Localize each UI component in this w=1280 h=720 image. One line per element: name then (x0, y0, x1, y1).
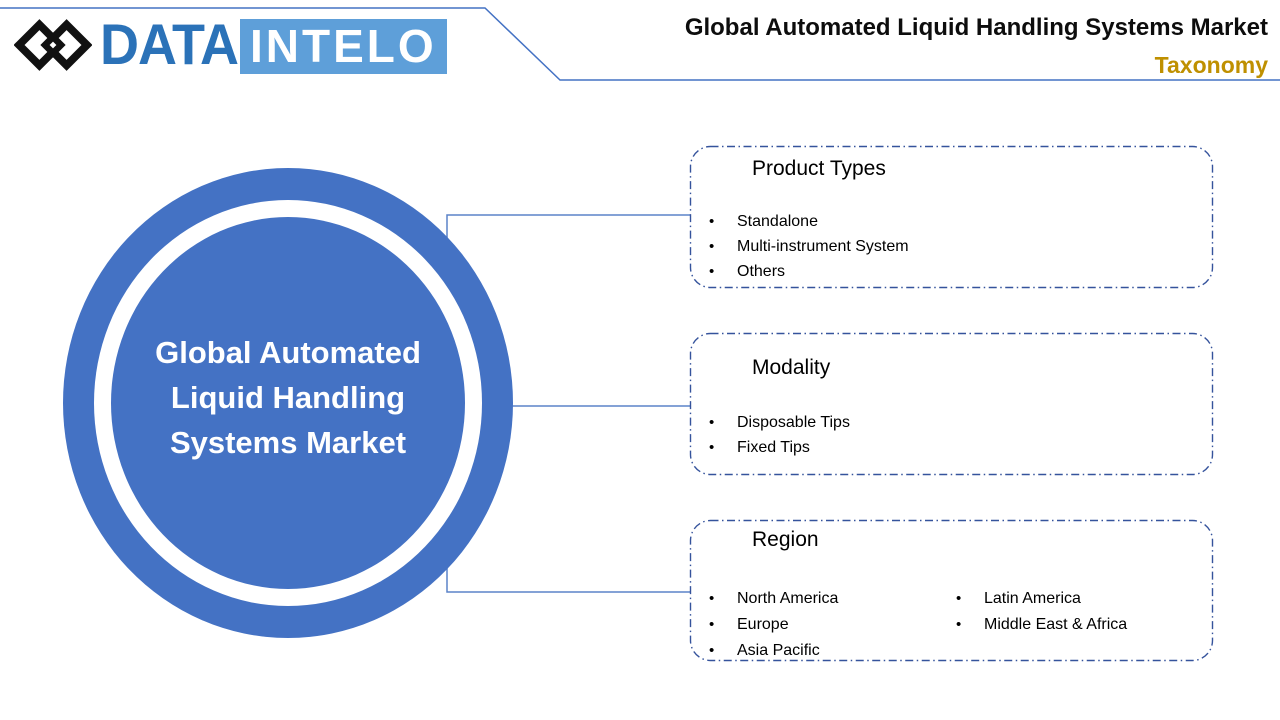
bullet-icon: • (709, 439, 715, 456)
list-item-label: Multi-instrument System (737, 238, 909, 255)
product-types-heading: Product Types (752, 157, 886, 180)
list-item-label: Standalone (737, 213, 818, 230)
bullet-icon: • (709, 213, 715, 230)
bullet-icon: • (709, 263, 715, 280)
header-text-block: Global Automated Liquid Handling Systems… (568, 12, 1268, 78)
modality-box: Modality • Disposable Tips • Fixed Tips (690, 333, 1213, 474)
list-item-label: Asia Pacific (737, 642, 820, 659)
center-circle-title-line: Liquid Handling (170, 379, 406, 415)
list-item: • Fixed Tips (706, 435, 850, 460)
region-list-column-2: • Latin America • Middle East & Africa (953, 586, 1127, 638)
interlocked-diamonds-icon (14, 19, 92, 71)
list-item: • Middle East & Africa (953, 612, 1127, 638)
region-heading: Region (752, 528, 819, 551)
list-item-label: Middle East & Africa (984, 616, 1128, 633)
list-item: • North America (706, 586, 838, 612)
product-types-box: Product Types • Standalone • Multi-instr… (690, 146, 1213, 287)
modality-heading: Modality (752, 356, 831, 379)
taxonomy-label: Taxonomy (1154, 52, 1268, 78)
list-item-label: Disposable Tips (737, 414, 850, 431)
list-item: • Asia Pacific (706, 638, 838, 664)
list-item: • Latin America (953, 586, 1127, 612)
bullet-icon: • (709, 414, 715, 431)
list-item-label: Europe (737, 616, 789, 633)
bullet-icon: • (709, 238, 715, 255)
list-item: • Disposable Tips (706, 410, 850, 435)
list-item: • Standalone (706, 209, 909, 234)
bullet-icon: • (709, 616, 715, 633)
list-item: • Others (706, 259, 909, 284)
list-item: • Europe (706, 612, 838, 638)
center-circle-title-line: Systems Market (169, 424, 407, 460)
region-box: Region • North America • Europe • Asia P… (690, 520, 1213, 660)
center-circle-title-line: Global Automated (155, 334, 421, 370)
list-item-label: Others (737, 263, 786, 280)
product-types-list: • Standalone • Multi-instrument System •… (706, 209, 909, 284)
logo-text-intelo: INTELO (239, 18, 447, 74)
bullet-icon: • (709, 590, 715, 607)
list-item: • Multi-instrument System (706, 234, 909, 259)
list-item-label: Latin America (984, 590, 1081, 607)
bullet-icon: • (709, 642, 715, 659)
center-circle-title: Global Automated Liquid Handling Systems… (123, 330, 453, 465)
modality-list: • Disposable Tips • Fixed Tips (706, 410, 850, 460)
center-circle: Global Automated Liquid Handling Systems… (111, 217, 465, 589)
list-item-label: Fixed Tips (737, 439, 810, 456)
region-list-column-1: • North America • Europe • Asia Pacific (706, 586, 838, 664)
page-title: Global Automated Liquid Handling Systems… (684, 14, 1268, 41)
list-item-label: North America (737, 590, 839, 607)
bullet-icon: • (956, 590, 962, 607)
dataintelo-logo: DATA INTELO (14, 11, 447, 79)
logo-text-data: DATA (100, 13, 239, 77)
bullet-icon: • (956, 616, 962, 633)
